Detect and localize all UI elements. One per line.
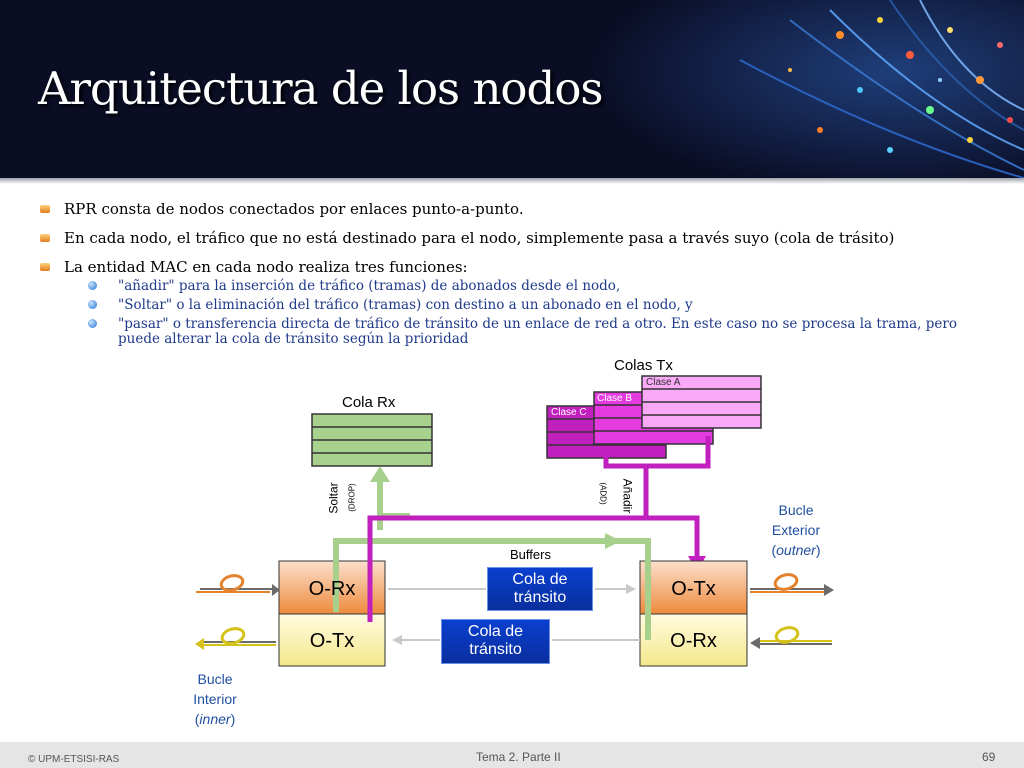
- paren: ): [815, 542, 821, 558]
- bucle-int-italic: inner: [199, 711, 231, 727]
- header-divider: [0, 178, 1024, 184]
- cola-rx-label: Cola Rx: [342, 394, 396, 411]
- bucle-exterior-label: Bucle Exterior (outner): [756, 500, 836, 560]
- left-otx-label: O-Tx: [309, 630, 355, 652]
- bucle-int-line: (inner): [175, 709, 255, 729]
- page-number: 69: [982, 750, 996, 764]
- bucle-ext-line: (outner): [756, 540, 836, 560]
- subbullet-icon: [88, 300, 97, 309]
- bullet-icon: [40, 234, 50, 242]
- subbullet-icon: [88, 281, 97, 290]
- left-otx-box: [278, 613, 386, 667]
- inner-link-right: [750, 626, 832, 649]
- outer-link-left: [196, 574, 280, 596]
- footer-bar: © UPM-ETSISI-RAS Tema 2. Parte II 69: [0, 742, 1024, 768]
- footer-section: Tema 2. Parte II: [476, 750, 561, 764]
- paren: (: [194, 711, 200, 727]
- right-orx-label: O-Rx: [670, 630, 717, 652]
- green-arrow-head: [605, 533, 621, 549]
- bucle-int-line: Interior: [193, 691, 237, 707]
- soltar-text: Soltar: [326, 482, 341, 514]
- transit-label: Cola de: [467, 623, 524, 640]
- bullet-icon: [40, 263, 50, 271]
- fiber-optics-image: [590, 0, 1024, 178]
- cola-rx-queue: [311, 413, 433, 467]
- right-orx-box: [639, 613, 748, 667]
- subbullet-item: "Soltar" o la eliminación del tráfico (t…: [40, 298, 1000, 313]
- paren: ): [230, 711, 236, 727]
- header-banner: Arquitectura de los nodos: [0, 0, 1024, 178]
- paren: (: [771, 542, 777, 558]
- page-title: Arquitectura de los nodos: [38, 62, 604, 115]
- bullet-item: En cada nodo, el tráfico que no está des…: [40, 229, 1000, 247]
- bucle-int-line: Bucle: [197, 671, 233, 687]
- bullet-item: RPR consta de nodos conectados por enlac…: [40, 200, 1000, 218]
- clase-a-label: Clase A: [646, 377, 681, 388]
- bullet-list: RPR consta de nodos conectados por enlac…: [40, 200, 1000, 351]
- soltar-label: Soltar (DROP): [320, 477, 380, 517]
- subbullet-text: "Soltar" o la eliminación del tráfico (t…: [118, 297, 693, 313]
- arrow-head: [626, 584, 636, 594]
- green-arrow-head: [370, 466, 390, 482]
- clase-b-label: Clase B: [597, 393, 633, 404]
- subbullet-text: "añadir" para la inserción de tráfico (t…: [118, 278, 621, 294]
- anadir-label: Añadir (ADD): [596, 475, 656, 515]
- arrow-head: [392, 635, 402, 645]
- subbullet-icon: [88, 319, 97, 328]
- subbullet-item: "añadir" para la inserción de tráfico (t…: [40, 279, 1000, 294]
- bullet-text: En cada nodo, el tráfico que no está des…: [64, 229, 895, 247]
- colas-tx-label: Colas Tx: [614, 357, 673, 374]
- inner-link-left: [195, 627, 276, 650]
- outer-link-right: [750, 573, 834, 596]
- bullet-text: La entidad MAC en cada nodo realiza tres…: [64, 258, 468, 276]
- clase-a-queue: [641, 375, 762, 429]
- drop-text: (DROP): [347, 483, 357, 512]
- bullet-icon: [40, 205, 50, 213]
- transit-queue-bottom: Cola de tránsito: [441, 619, 550, 664]
- right-otx-label: O-Tx: [671, 578, 716, 600]
- subbullet-text: "pasar" o transferencia directa de tráfi…: [118, 316, 957, 347]
- buffers-label: Buffers: [510, 547, 551, 562]
- bucle-ext-line: Bucle: [778, 502, 814, 518]
- anadir-text: Añadir: [620, 478, 635, 514]
- transit-queue-top: Cola de tránsito: [487, 567, 593, 611]
- left-orx-label: O-Rx: [308, 578, 356, 600]
- add-text: (ADD): [598, 482, 608, 505]
- bucle-ext-italic: outner: [776, 542, 816, 558]
- transit-arrows: [388, 588, 640, 641]
- subbullet-item: "pasar" o transferencia directa de tráfi…: [40, 317, 1000, 347]
- clase-c-label: Clase C: [551, 407, 587, 418]
- transit-label: Cola de: [512, 571, 568, 588]
- footer-copyright: © UPM-ETSISI-RAS: [28, 754, 120, 765]
- transit-label: tránsito: [469, 641, 522, 658]
- bullet-item: La entidad MAC en cada nodo realiza tres…: [40, 258, 1000, 276]
- bucle-interior-label: Bucle Interior (inner): [175, 669, 255, 729]
- right-otx-box: [639, 560, 748, 615]
- transit-label: tránsito: [513, 589, 567, 606]
- bullet-text: RPR consta de nodos conectados por enlac…: [64, 200, 524, 218]
- bucle-ext-line: Exterior: [771, 522, 821, 538]
